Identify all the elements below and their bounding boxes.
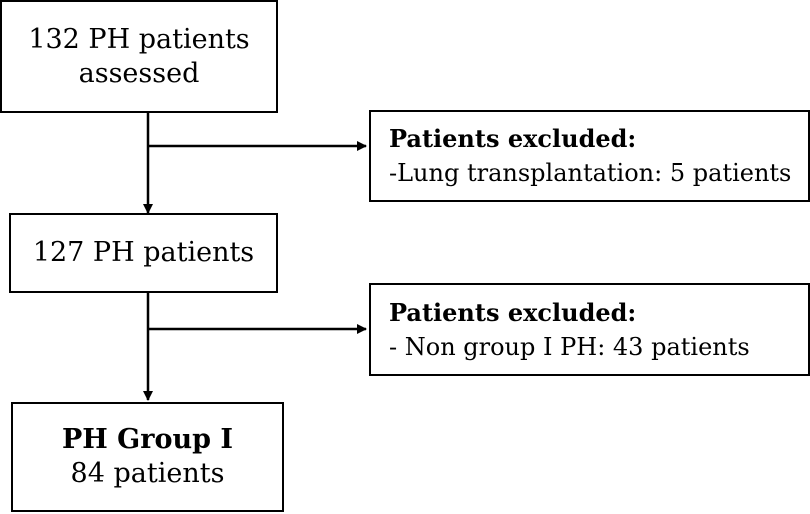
box-ph-group-i: PH Group I 84 patients — [11, 402, 284, 512]
assessed-line-1: 132 PH patients — [28, 23, 250, 55]
box-127-patients: 127 PH patients — [9, 213, 278, 293]
box-patients-assessed: 132 PH patients assessed — [0, 0, 278, 113]
excluded-1-detail: -Lung transplantation: 5 patients — [389, 159, 792, 187]
box-excluded-lung-transplant: Patients excluded: -Lung transplantation… — [369, 110, 810, 202]
assessed-line-2: assessed — [78, 57, 200, 89]
group-heading: PH Group I — [61, 424, 234, 455]
excluded-2-heading: Patients excluded: — [389, 297, 637, 327]
box-127-text: 127 PH patients — [32, 237, 255, 268]
excluded-1-heading: Patients excluded: — [389, 124, 637, 153]
excluded-2-detail: - Non group I PH: 43 patients — [389, 332, 750, 361]
group-detail: 84 patients — [70, 458, 225, 489]
box-excluded-non-group-i: Patients excluded: - Non group I PH: 43 … — [369, 283, 810, 376]
